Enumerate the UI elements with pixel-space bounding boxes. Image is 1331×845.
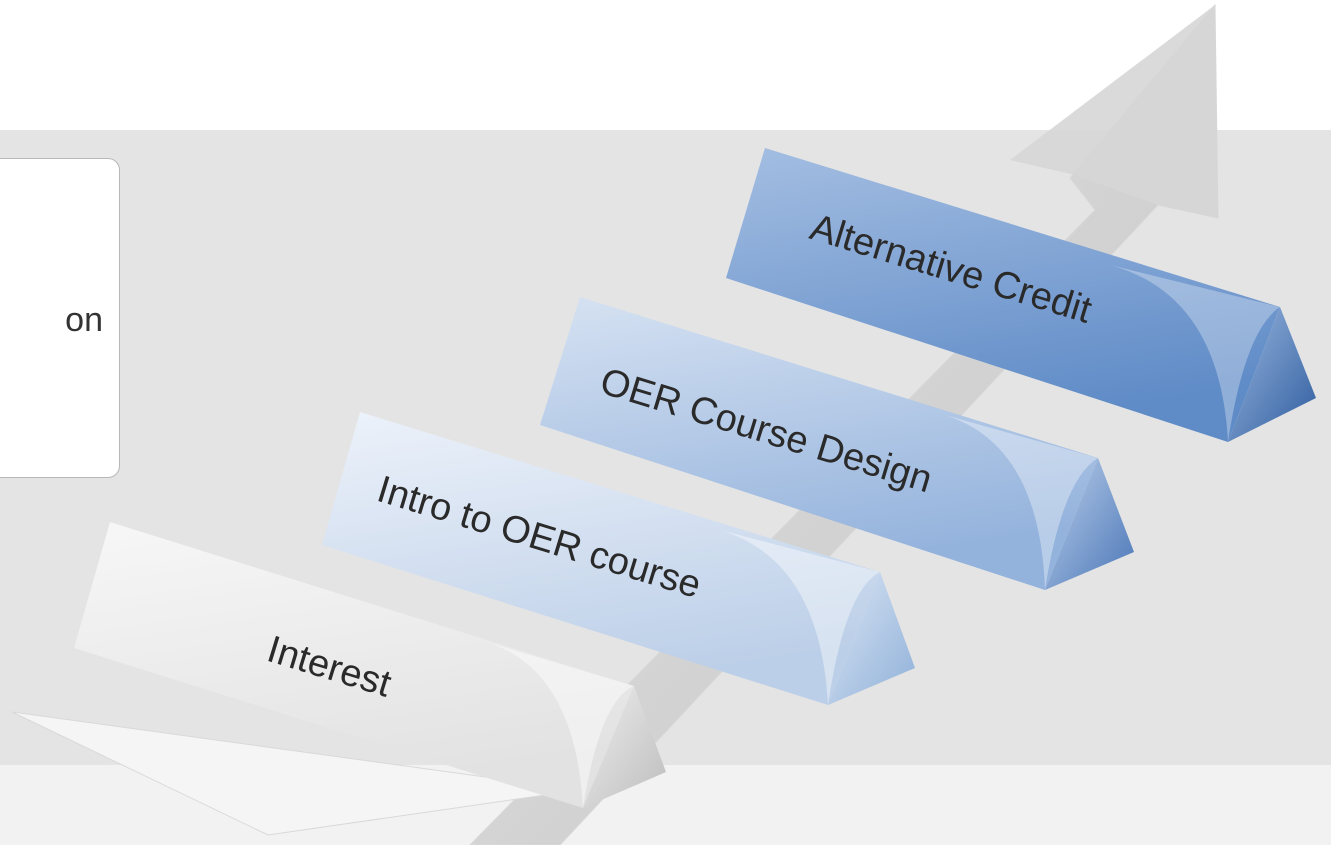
info-box: on [0, 158, 120, 478]
step-base-sheet [11, 711, 581, 836]
arrow-up-right-icon [469, 3, 1219, 845]
pathway-step-interest: Interest [74, 522, 666, 808]
info-box-text: on [65, 301, 103, 339]
